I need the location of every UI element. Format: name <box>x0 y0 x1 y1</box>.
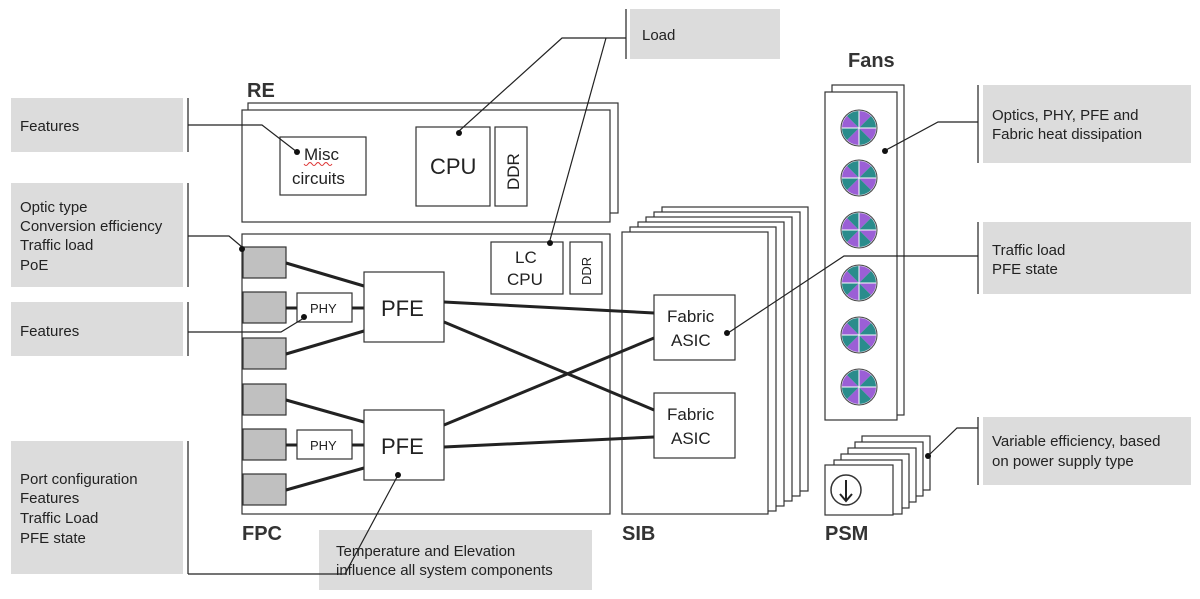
svg-text:Port configuration: Port configuration <box>20 471 138 488</box>
re-cpu: CPU <box>415 126 491 207</box>
svg-text:PoE: PoE <box>20 257 48 274</box>
svg-text:Traffic Load: Traffic Load <box>20 510 98 527</box>
svg-text:on power supply type: on power supply type <box>992 453 1134 470</box>
svg-text:CPU: CPU <box>507 270 543 289</box>
note-load-text: Load <box>642 27 675 44</box>
port-6 <box>242 473 287 506</box>
svg-text:Features: Features <box>20 490 79 507</box>
svg-text:Fabric heat dissipation: Fabric heat dissipation <box>992 126 1142 143</box>
svg-text:Optics, PHY, PFE and: Optics, PHY, PFE and <box>992 107 1138 124</box>
note-features-re: Features <box>11 98 189 152</box>
svg-text:Fabric: Fabric <box>667 307 715 326</box>
port-4 <box>242 383 287 416</box>
svg-text:LC: LC <box>515 248 537 267</box>
misc-circuits: Misc circuits <box>279 136 367 196</box>
fan-icon <box>840 368 878 406</box>
port-3 <box>242 337 287 370</box>
svg-text:Traffic load: Traffic load <box>992 242 1065 259</box>
svg-text:Optic type: Optic type <box>20 199 88 216</box>
note-psu: Variable efficiency, based on power supp… <box>977 417 1191 485</box>
svg-text:ASIC: ASIC <box>671 429 711 448</box>
svg-text:circuits: circuits <box>292 169 345 188</box>
svg-text:Fabric: Fabric <box>667 405 715 424</box>
port-2 <box>242 291 287 324</box>
note-environment: Temperature and Elevation influence all … <box>319 530 592 590</box>
svg-text:Features: Features <box>20 118 79 135</box>
svg-text:PHY: PHY <box>310 301 337 316</box>
svg-text:ASIC: ASIC <box>671 331 711 350</box>
svg-text:influence all system component: influence all system components <box>336 562 553 579</box>
fan-icon <box>840 264 878 302</box>
label-fans: Fans <box>848 50 895 72</box>
svg-text:PFE: PFE <box>381 434 424 459</box>
power-arrow-down-icon <box>830 474 862 506</box>
note-features-phy: Features <box>11 302 189 356</box>
port-5 <box>242 428 287 461</box>
note-fans-heat: Optics, PHY, PFE and Fabric heat dissipa… <box>977 85 1191 163</box>
fan-icon <box>840 211 878 249</box>
svg-text:Conversion efficiency: Conversion efficiency <box>20 218 163 235</box>
svg-text:Features: Features <box>20 323 79 340</box>
note-optics: Optic type Conversion efficiency Traffic… <box>11 183 189 287</box>
svg-text:PFE state: PFE state <box>20 530 86 547</box>
pfe-top: PFE <box>363 271 445 343</box>
svg-text:PFE state: PFE state <box>992 261 1058 278</box>
svg-text:Traffic load: Traffic load <box>20 237 93 254</box>
psm-stack <box>824 435 931 516</box>
svg-text:PHY: PHY <box>310 438 337 453</box>
fabric-asic-bottom: Fabric ASIC <box>653 392 736 459</box>
note-traffic: Traffic load PFE state <box>977 222 1191 294</box>
svg-text:CPU: CPU <box>430 154 476 179</box>
label-fpc: FPC <box>242 523 282 545</box>
lc-ddr: DDR <box>569 241 603 295</box>
label-psm: PSM <box>825 523 868 545</box>
port-1 <box>242 246 287 279</box>
fan-icon <box>840 316 878 354</box>
svg-text:Variable efficiency, based: Variable efficiency, based <box>992 433 1160 450</box>
lc-cpu: LC CPU <box>490 241 564 295</box>
phy-bottom: PHY <box>296 429 353 460</box>
fabric-asic-top: Fabric ASIC <box>653 294 736 361</box>
label-re: RE <box>247 80 275 102</box>
svg-text:PFE: PFE <box>381 296 424 321</box>
note-load: Load <box>625 9 780 59</box>
re-ddr: DDR <box>494 126 528 207</box>
note-port-config: Port configuration Features Traffic Load… <box>11 441 189 574</box>
pfe-bottom: PFE <box>363 409 445 481</box>
fan-icon <box>840 109 878 147</box>
label-sib: SIB <box>622 523 655 545</box>
fan-icon <box>840 159 878 197</box>
svg-text:Temperature and Elevation: Temperature and Elevation <box>336 543 515 560</box>
svg-text:DDR: DDR <box>504 153 523 190</box>
svg-text:Misc: Misc <box>304 145 339 164</box>
svg-text:DDR: DDR <box>579 257 594 285</box>
